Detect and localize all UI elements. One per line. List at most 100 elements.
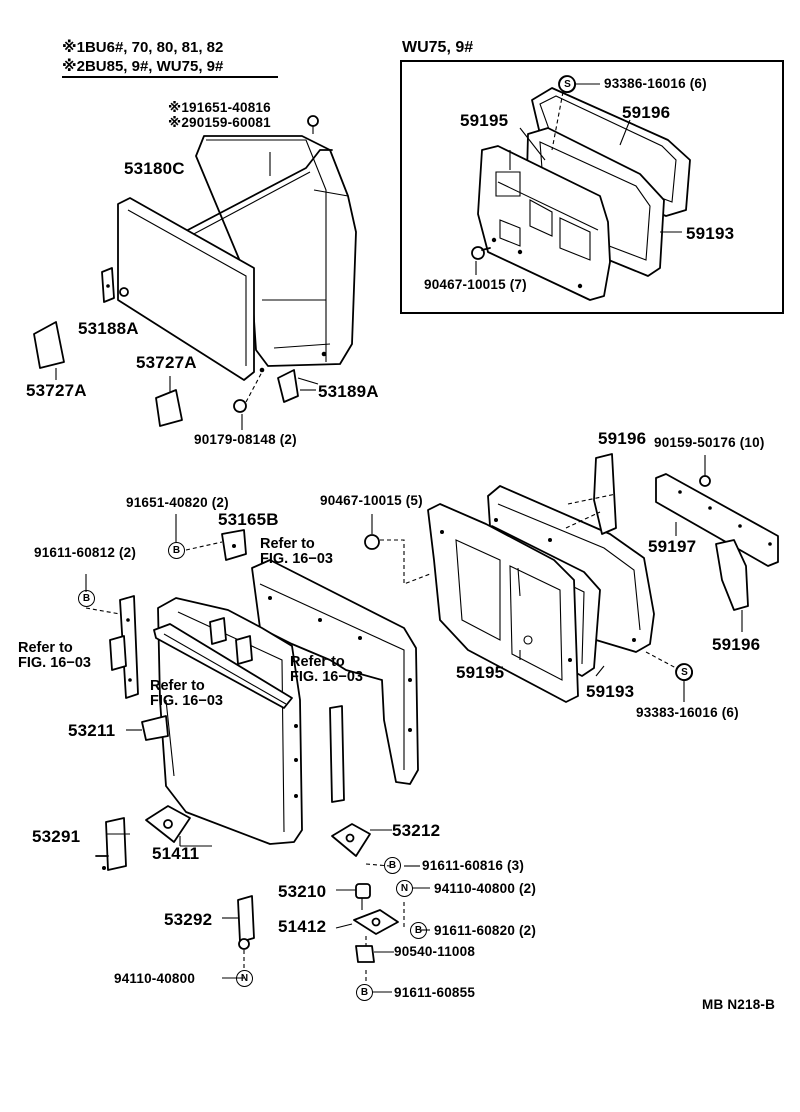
- bolt-b-icon: B: [168, 542, 185, 559]
- refer-note-b: Refer to FIG. 16−03: [18, 640, 91, 672]
- right-strip-59197: [655, 473, 779, 567]
- label-51412: 51412: [278, 917, 327, 936]
- right-screw-90159-50176: [699, 455, 711, 487]
- upper-bolt-91651-40816: [307, 115, 319, 134]
- lower-side-strip: [329, 705, 345, 803]
- right-clip-90467: [364, 514, 431, 585]
- inset-label-90467: 90467-10015 (7): [424, 277, 527, 292]
- refer-note-d-line1: Refer to: [150, 678, 205, 694]
- bolt-badge-91611-60812: B: [78, 590, 95, 607]
- lower-hinge-53212: [331, 823, 392, 857]
- label-51411: 51411: [152, 844, 200, 863]
- refer-note-c-line1: Refer to: [290, 654, 345, 670]
- inset-59195-panel: [477, 145, 611, 301]
- label-53180C: 53180C: [124, 159, 185, 178]
- lower-frame-outer: [251, 559, 419, 785]
- bolt-b-icon: B: [356, 984, 373, 1001]
- upper-nut-90179: [233, 371, 263, 430]
- label-91611-60816: 91611-60816 (3): [422, 858, 525, 873]
- label-59196-bottom: 59196: [712, 635, 761, 654]
- upper-cushion-53727A-left: [33, 321, 65, 380]
- right-bracket-59196-bottom: [715, 539, 749, 611]
- label-59193: 59193: [586, 682, 635, 701]
- model-note-1-models: BU6#, 70, 80, 81, 82: [84, 39, 224, 56]
- model-note-2: ※2BU85, 9#, WU75, 9#: [62, 59, 223, 74]
- nut-badge-94110: N: [236, 970, 253, 987]
- refer-note-c-line2: FIG. 16−03: [290, 669, 363, 686]
- upper-bracket-53189A: [277, 369, 319, 403]
- label-53727A-left: 53727A: [26, 381, 87, 400]
- upper-bracket-53188A: [101, 267, 115, 303]
- label-90540-11008: 90540-11008: [394, 944, 476, 959]
- label-59195: 59195: [456, 663, 505, 682]
- right-59195-panel: [427, 503, 579, 703]
- lower-bushing-90540: [355, 936, 375, 963]
- nut-n-icon: N: [396, 880, 413, 897]
- label-90159-60081-text: 90159-60081: [189, 115, 271, 130]
- model-note-underline: [62, 76, 278, 78]
- label-94110-40800-2: 94110-40800 (2): [434, 881, 537, 896]
- bolt-badge-91611-60855: B: [356, 984, 373, 1001]
- label-94110-40800: 94110-40800: [114, 971, 196, 986]
- inset-title: WU75, 9#: [402, 39, 474, 56]
- bolt-b-icon: B: [78, 590, 95, 607]
- label-90467-10015: 90467-10015 (5): [320, 493, 423, 508]
- label-91611-60855: 91611-60855: [394, 985, 476, 1000]
- upper-cowl-53180C-body: [195, 135, 357, 373]
- model-note-1-mark: ※1: [62, 39, 85, 56]
- inset-label-59196: 59196: [622, 103, 671, 122]
- refer-note-c: Refer to FIG. 16−03: [290, 654, 363, 686]
- inset-label-93386: 93386-16016 (6): [604, 76, 707, 91]
- model-note-2-mark: ※2: [62, 58, 85, 75]
- inset-clip-90467: [471, 246, 491, 275]
- refer-note-a-line2: FIG. 16−03: [260, 551, 333, 568]
- refer-note-a: Refer to FIG. 16−03: [260, 536, 333, 568]
- refer-note-b-line1: Refer to: [18, 640, 73, 656]
- bolt-b-icon: B: [384, 857, 401, 874]
- label-91611-60812: 91611-60812 (2): [34, 545, 137, 560]
- label-91651-40816-text: 91651-40816: [189, 100, 271, 115]
- label-53727A-mid: 53727A: [136, 353, 197, 372]
- inset-label-59193: 59193: [686, 224, 735, 243]
- label-53291: 53291: [32, 827, 81, 846]
- right-screw-badge: S: [676, 664, 693, 681]
- inset-label-59195: 59195: [460, 111, 509, 130]
- mark-2: ※2: [168, 115, 190, 130]
- lower-bracket-53165B: [185, 529, 247, 561]
- label-53210: 53210: [278, 882, 327, 901]
- lower-hinge-51411: [145, 805, 191, 846]
- mark-1: ※1: [168, 100, 190, 115]
- label-93383-16016: 93383-16016 (6): [636, 705, 739, 720]
- lower-bracket-53292: [237, 895, 255, 968]
- label-53188A: 53188A: [78, 319, 139, 338]
- inset-screw-badge: S: [559, 76, 576, 93]
- label-90159-60081: ※290159-60081: [168, 116, 271, 130]
- upper-wire-rod: [183, 149, 333, 237]
- upper-cushion-53727A-mid: [155, 376, 183, 427]
- label-53212: 53212: [392, 821, 441, 840]
- label-53165B: 53165B: [218, 510, 279, 529]
- nut-n-icon: N: [236, 970, 253, 987]
- refer-note-b-line2: FIG. 16−03: [18, 655, 91, 672]
- model-note-1: ※1BU6#, 70, 80, 81, 82: [62, 40, 223, 55]
- bolt-badge-91611-60820: B: [410, 922, 427, 939]
- screw-s-icon: S: [676, 664, 693, 681]
- screw-s-icon: S: [559, 76, 576, 93]
- upper-panel-53180C: [117, 197, 255, 381]
- refer-note-d: Refer to FIG. 16−03: [150, 678, 223, 709]
- label-53211: 53211: [68, 721, 116, 740]
- nut-badge-94110-2: N: [396, 880, 413, 897]
- label-90179-08148: 90179-08148 (2): [194, 432, 297, 447]
- lower-hinge-53211: [126, 715, 169, 741]
- label-91611-60820: 91611-60820 (2): [434, 923, 537, 938]
- lower-bracket-left: [109, 595, 139, 699]
- model-note-2-models: BU85, 9#, WU75, 9#: [84, 58, 224, 75]
- inset-box: [400, 60, 784, 314]
- label-59196-top: 59196: [598, 429, 647, 448]
- label-90159-50176: 90159-50176 (10): [654, 435, 765, 450]
- refer-note-a-line1: Refer to: [260, 536, 315, 552]
- bolt-badge-91611-60816: B: [384, 857, 401, 874]
- bolt-b-icon: B: [410, 922, 427, 939]
